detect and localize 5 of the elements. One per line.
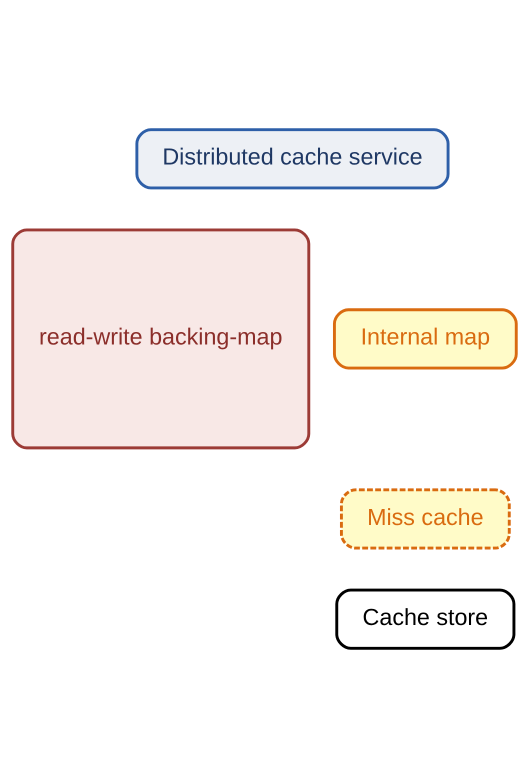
node-box: Distributed cache service <box>135 128 450 189</box>
node-box: read-write backing-map <box>11 228 310 449</box>
node-box: Miss cache <box>340 488 511 550</box>
node-box: Internal map <box>332 308 518 369</box>
node-box: Cache store <box>335 588 516 650</box>
